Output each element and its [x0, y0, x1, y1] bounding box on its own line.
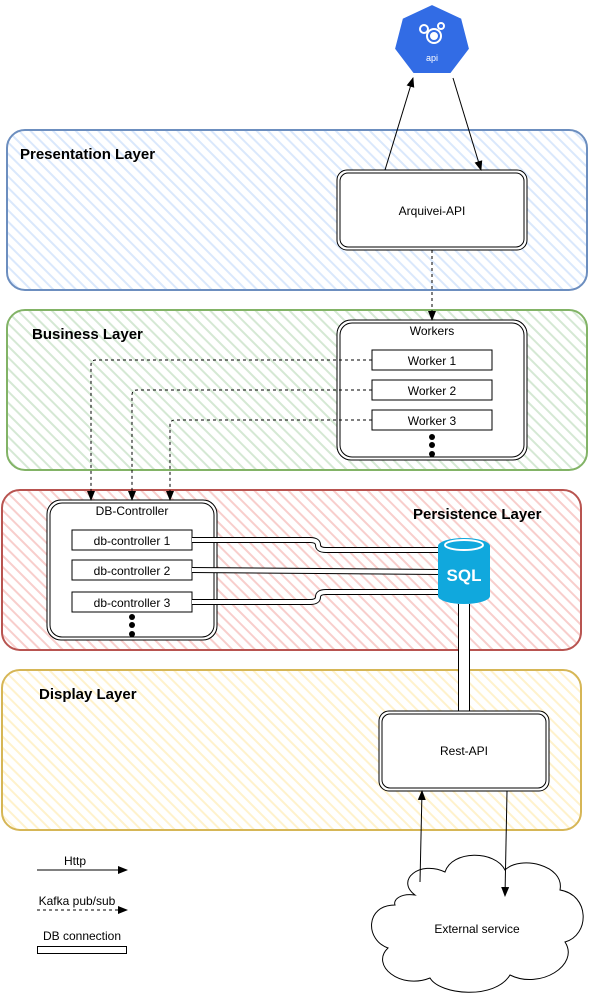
presentation-layer-title: Presentation Layer [20, 146, 155, 163]
http-api-to-arquivei [452, 77, 483, 171]
more-controllers-ellipsis [129, 614, 135, 637]
api-icon-label: api [426, 53, 438, 63]
db-connections [191, 537, 470, 711]
arquivei-api-box[interactable]: Arquivei-API [336, 169, 528, 251]
sql-label: SQL [447, 566, 482, 585]
db-controller-1[interactable]: db-controller 1 [71, 529, 193, 551]
rest-api-box[interactable]: Rest-API [378, 710, 550, 792]
http-rest-to-external [501, 790, 510, 897]
db-controller-3[interactable]: db-controller 3 [71, 591, 193, 613]
worker-1-label: Worker 1 [408, 354, 457, 368]
workers-box[interactable]: Workers Worker 1 Worker 2 Worker 3 [336, 319, 528, 461]
worker-3-label: Worker 3 [408, 414, 457, 428]
legend-http-label: Http [64, 854, 86, 868]
kafka-worker1-to-dbcontroller [87, 359, 372, 501]
legend-db: DB connection [37, 929, 127, 954]
db-connection-2 [191, 567, 439, 575]
rest-api-label: Rest-API [440, 744, 488, 758]
db-connection-1 [192, 537, 438, 553]
db-controller-2-label: db-controller 2 [94, 564, 171, 578]
legend: Http Kafka pub/sub DB connection [37, 854, 128, 954]
kubernetes-api-icon: api [392, 2, 472, 75]
worker-2[interactable]: Worker 2 [371, 379, 493, 401]
kafka-worker3-to-dbcontroller [166, 419, 372, 501]
external-service-label: External service [434, 922, 520, 936]
db-controller-box[interactable]: DB-Controller db-controller 1 db-control… [46, 499, 218, 641]
kafka-worker2-to-dbcontroller [128, 389, 372, 501]
legend-http: Http [37, 854, 128, 874]
db-controller-2[interactable]: db-controller 2 [71, 559, 193, 581]
worker-3[interactable]: Worker 3 [371, 409, 493, 431]
worker-2-label: Worker 2 [408, 384, 457, 398]
sql-database-icon[interactable]: SQL [438, 538, 490, 604]
persistence-layer-title: Persistence Layer [413, 506, 542, 523]
db-controller-1-label: db-controller 1 [94, 534, 171, 548]
db-controller-title: DB-Controller [96, 504, 169, 518]
external-service-cloud[interactable]: External service [371, 854, 584, 993]
business-layer-title: Business Layer [32, 326, 143, 343]
legend-kafka-label: Kafka pub/sub [39, 894, 116, 908]
legend-db-label: DB connection [43, 929, 121, 943]
db-connection-3 [192, 589, 438, 605]
http-arquivei-to-api [384, 77, 415, 171]
http-arrows [384, 77, 510, 897]
kafka-arrows [87, 250, 436, 501]
more-workers-ellipsis [429, 434, 435, 457]
db-controller-3-label: db-controller 3 [94, 596, 171, 610]
http-external-to-rest [417, 790, 426, 883]
gear-icon [419, 22, 445, 44]
workers-title: Workers [410, 324, 454, 338]
worker-1[interactable]: Worker 1 [371, 349, 493, 371]
display-layer-title: Display Layer [39, 686, 137, 703]
legend-kafka: Kafka pub/sub [37, 894, 128, 914]
arquivei-api-label: Arquivei-API [399, 204, 466, 218]
